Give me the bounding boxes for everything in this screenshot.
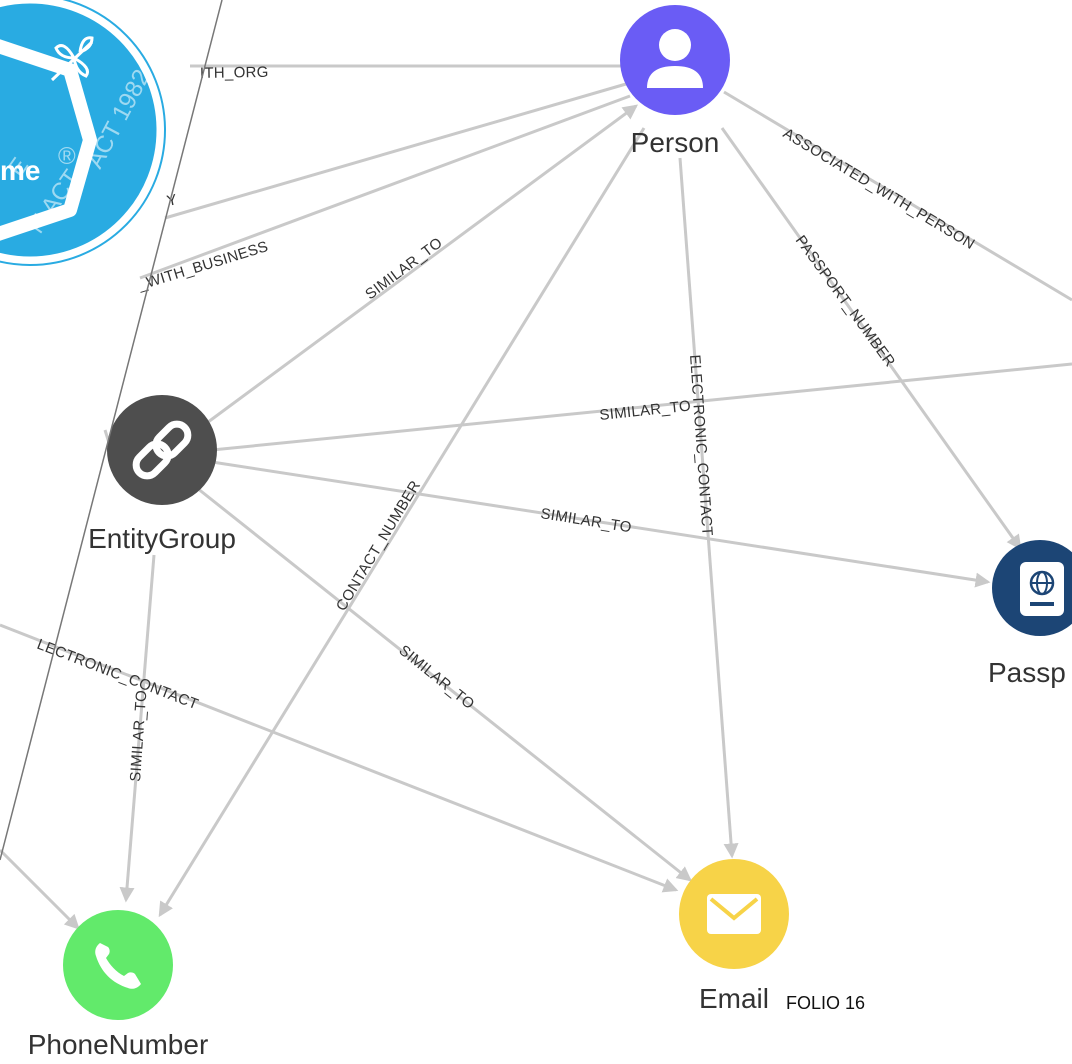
node-entity-group[interactable]: EntityGroup (88, 395, 236, 554)
edge-similar-to-group-passport (211, 460, 991, 588)
edges (0, 64, 1072, 930)
divider-line (0, 0, 223, 861)
person-label: Person (631, 127, 720, 158)
node-passport[interactable]: Passp (988, 540, 1072, 688)
dragonfly-icon (50, 36, 94, 82)
edge-with-business (139, 94, 631, 280)
node-phone-number[interactable]: PhoneNumber (28, 910, 209, 1060)
person-icon (647, 29, 703, 88)
entity-group-node-circle (107, 395, 217, 505)
phone-icon (95, 943, 141, 989)
edge-similar-to-group-right (211, 362, 1072, 452)
edge-contact-number (158, 127, 646, 918)
phone-number-label: PhoneNumber (28, 1029, 209, 1060)
node-person[interactable]: Person (620, 5, 730, 158)
edge-label-electronic-contact-left: LECTRONIC_CONTACT (35, 636, 201, 713)
node-email[interactable]: Email (679, 859, 789, 1014)
passport-label: Passp (988, 657, 1066, 688)
edge-label-electronic-contact-person: ELECTRONIC_CONTACT (686, 354, 716, 537)
edge-similar-to-person-group (199, 104, 639, 430)
edge-similar-to-group-email (191, 482, 692, 882)
stamp-hexagon (0, 39, 97, 241)
edge-label-passport-number: PASSPORT_NUMBER (792, 232, 899, 370)
edge-left-to-phone (0, 848, 80, 930)
envelope-icon (707, 894, 761, 934)
edge-passport-number (720, 127, 1022, 551)
edge-label-with-business: _WITH_BUSINESS (135, 238, 270, 294)
edge-label-with-org: ITH_ORG (200, 64, 269, 82)
edge-similar-to-group-phone (119, 554, 156, 903)
edge-electronic-contact-left (0, 623, 679, 893)
edge-label-similar-to-person-group: SIMILAR_TO (362, 234, 446, 303)
email-label: Email (699, 983, 769, 1014)
edge-partial-y (164, 82, 627, 220)
edge-label-similar-to-group-phone: SIMILAR_TO (127, 689, 150, 782)
edge-label-associated-with-person: ASSOCIATED_WITH_PERSON (780, 125, 978, 253)
edge-associated-with-person (723, 90, 1072, 302)
passport-globe-icon (1020, 562, 1064, 616)
link-icon (132, 420, 192, 480)
edge-label-similar-to-group-email: SIMILAR_TO (395, 642, 477, 713)
entity-group-label: EntityGroup (88, 523, 236, 554)
edge-electronic-contact-person (678, 157, 739, 859)
stamp-brand-text: me (0, 155, 40, 186)
watermark-stamp: me ® ACT 1982 N ACT E (0, 0, 166, 266)
edge-label-similar-to-group-right: SIMILAR_TO (599, 397, 692, 424)
edge-label-contact-number: CONTACT_NUMBER (333, 478, 424, 614)
folio-number: FOLIO 16 (786, 993, 865, 1013)
edge-label-similar-to-group-passport: SIMILAR_TO (539, 505, 632, 536)
stamp-registered-mark: ® (58, 143, 76, 170)
phone-node-circle (63, 910, 173, 1020)
